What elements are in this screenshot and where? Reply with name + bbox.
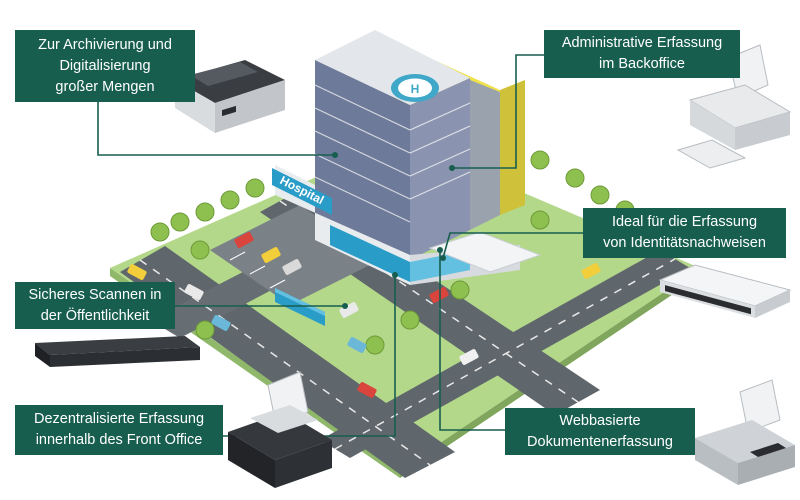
cars [127,232,601,398]
connector-web [439,250,505,431]
departmental-scanner-icon [228,371,332,488]
connector-archiving [97,102,335,156]
flatbed-id-scanner-icon [658,264,792,318]
label-frontoffice: Dezentralisierte Erfassung innerhalb des… [15,405,223,455]
network-scanner-icon [695,379,795,485]
hospital-building: H Hospital [272,30,542,326]
svg-text:H: H [411,82,420,96]
connector-identity [442,232,583,259]
mobile-scanner-icon [35,336,200,367]
trees [150,150,635,355]
production-scanner-icon [175,60,285,133]
label-public: Sicheres Scannen in der Öffentlichkeit [15,282,175,329]
parking-lot [210,205,380,305]
label-archiving: Zur Archivierung und Digitalisierung gro… [15,30,195,102]
label-identity: Ideal für die Erfassung von Identitätsna… [583,208,786,258]
connector-backoffice [452,54,544,169]
label-web: Webbasierte Dokumentenerfassung [505,408,695,455]
label-backoffice: Administrative Erfassung im Backoffice [544,30,740,78]
